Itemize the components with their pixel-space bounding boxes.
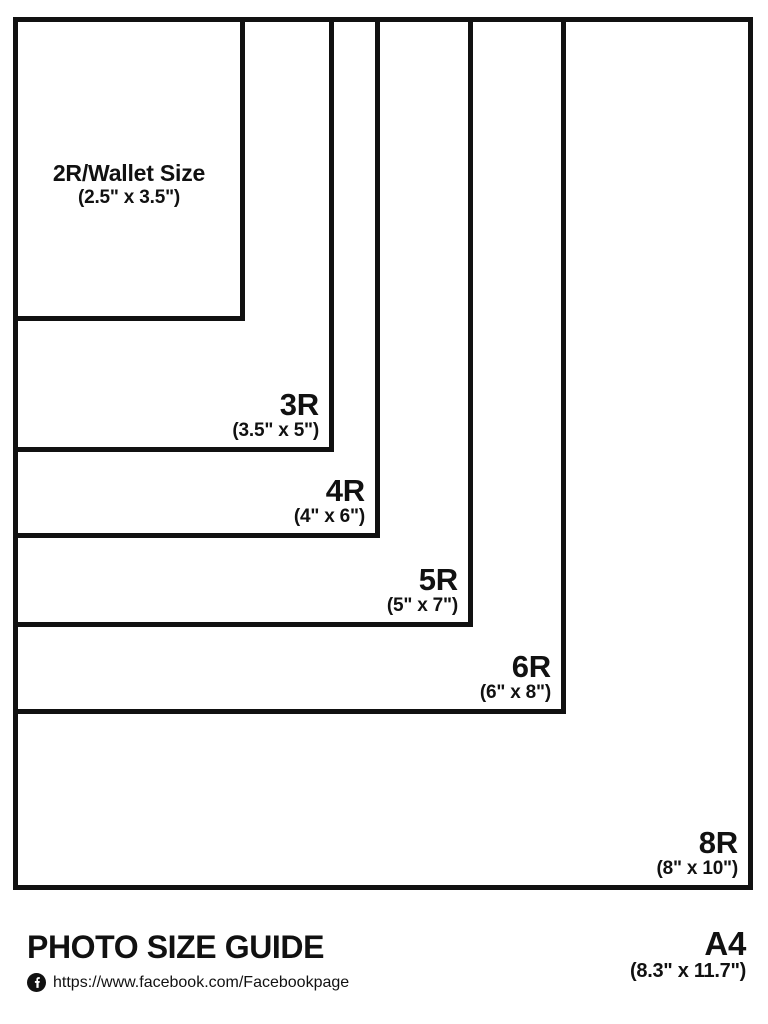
frame-label-4r: 4R (4" x 6") xyxy=(293,473,365,528)
frame-label-2r: 2R/Wallet Size (2.5" x 3.5") xyxy=(18,160,240,208)
paper-size-label: A4 (8.3" x 11.7") xyxy=(630,925,746,983)
size-frame-2r: 2R/Wallet Size (2.5" x 3.5") xyxy=(13,17,245,321)
footer-link-row[interactable]: https://www.facebook.com/Facebookpage xyxy=(27,973,349,992)
frame-name-5r: 5R xyxy=(418,562,458,598)
footer-left-block: PHOTO SIZE GUIDE https://www.facebook.co… xyxy=(27,931,349,992)
frame-name-6r: 6R xyxy=(511,649,551,685)
footer-url-text: https://www.facebook.com/Facebookpage xyxy=(53,973,350,991)
paper-size-dims: (8.3" x 11.7") xyxy=(630,960,746,983)
frame-dims-5r: (5" x 7") xyxy=(386,595,458,617)
page-title: PHOTO SIZE GUIDE xyxy=(27,929,325,965)
frame-label-5r: 5R (5" x 7") xyxy=(386,562,458,617)
frame-label-3r: 3R (3.5" x 5") xyxy=(232,387,319,442)
frame-dims-4r: (4" x 6") xyxy=(293,506,365,528)
frame-name-8r: 8R xyxy=(698,825,738,861)
frame-dims-3r: (3.5" x 5") xyxy=(232,420,319,442)
frame-label-6r: 6R (6" x 8") xyxy=(479,649,551,704)
paper-size-name: A4 xyxy=(704,925,746,962)
frame-label-8r: 8R (8" x 10") xyxy=(656,825,739,880)
frame-name-4r: 4R xyxy=(325,473,365,509)
frame-name-3r: 3R xyxy=(279,387,319,423)
footer: PHOTO SIZE GUIDE https://www.facebook.co… xyxy=(0,905,768,1024)
frame-dims-6r: (6" x 8") xyxy=(479,682,551,704)
facebook-icon xyxy=(27,973,46,992)
frame-name-2r: 2R/Wallet Size xyxy=(52,160,206,186)
frame-dims-2r: (2.5" x 3.5") xyxy=(77,186,181,208)
frame-dims-8r: (8" x 10") xyxy=(656,858,739,880)
photo-size-diagram: 8R (8" x 10") 6R (6" x 8") 5R (5" x 7") … xyxy=(13,17,753,890)
